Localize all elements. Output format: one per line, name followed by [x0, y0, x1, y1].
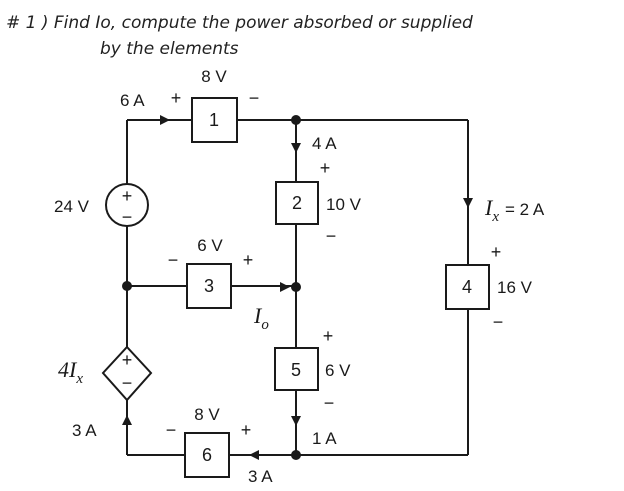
svg-text:2: 2 — [292, 193, 302, 213]
element-5-plus: + — [323, 326, 334, 346]
problem-line-2: by the elements — [100, 39, 239, 59]
junction-bottom-middle — [291, 450, 301, 460]
arrow-ix — [463, 198, 473, 208]
source-voltage-label: 24 V — [54, 197, 90, 216]
element-2-voltage: 10 V — [326, 195, 362, 214]
element-4-voltage: 16 V — [497, 278, 533, 297]
source-plus: + — [122, 186, 133, 206]
arrow-bottom-mid — [249, 450, 259, 460]
element-1-plus: + — [171, 88, 182, 108]
element-2: 2 10 V + − — [275, 158, 362, 246]
arrow-el2 — [291, 143, 301, 153]
element-3-voltage: 6 V — [197, 236, 223, 255]
element-3: 3 6 V + − — [168, 236, 254, 309]
element-4-minus: − — [493, 312, 504, 332]
dep-source-label: 4Ix — [58, 357, 83, 387]
element-1-minus: − — [249, 88, 260, 108]
arrow-bottom-left — [122, 415, 132, 425]
svg-text:1: 1 — [209, 110, 219, 130]
current-el5: 1 A — [312, 429, 337, 448]
arrow-io — [280, 282, 290, 292]
dep-source-plus: + — [122, 350, 133, 370]
element-1-voltage: 8 V — [201, 67, 227, 86]
current-ix: Ix= 2 A — [484, 195, 545, 225]
current-el2: 4 A — [312, 134, 337, 153]
element-5-minus: − — [324, 393, 335, 413]
svg-text:5: 5 — [291, 360, 301, 380]
dependent-voltage-source: + − 4Ix — [58, 345, 153, 402]
element-1: 1 8 V + − — [171, 67, 260, 143]
element-2-minus: − — [326, 226, 337, 246]
dep-source-minus: − — [122, 373, 133, 393]
svg-text:3: 3 — [204, 276, 214, 296]
arrow-top-left — [160, 115, 170, 125]
junction-center — [291, 282, 301, 292]
element-3-minus: − — [168, 250, 179, 270]
arrow-el5 — [291, 416, 301, 426]
element-5: 5 6 V + − — [274, 326, 351, 413]
source-minus: − — [122, 207, 133, 227]
current-io: Io — [253, 303, 269, 333]
element-2-plus: + — [320, 158, 331, 178]
element-5-voltage: 6 V — [325, 361, 351, 380]
svg-text:6: 6 — [202, 445, 212, 465]
problem-line-1: # 1 ) Find Io, compute the power absorbe… — [6, 13, 473, 33]
junction-top-middle — [291, 115, 301, 125]
element-4-plus: + — [491, 242, 502, 262]
element-3-plus: + — [243, 250, 254, 270]
independent-voltage-source: + − 24 V — [54, 183, 149, 227]
junction-left-middle — [122, 281, 132, 291]
current-bottom-mid: 3 A — [248, 467, 273, 486]
element-6-voltage: 8 V — [194, 405, 220, 424]
svg-text:4: 4 — [462, 277, 472, 297]
element-6-minus: − — [166, 420, 177, 440]
element-6: 6 8 V + − — [166, 405, 252, 478]
current-top-left: 6 A — [120, 91, 145, 110]
element-6-plus: + — [241, 420, 252, 440]
current-bottom-left: 3 A — [72, 421, 97, 440]
element-4: 4 16 V + − — [445, 242, 533, 332]
